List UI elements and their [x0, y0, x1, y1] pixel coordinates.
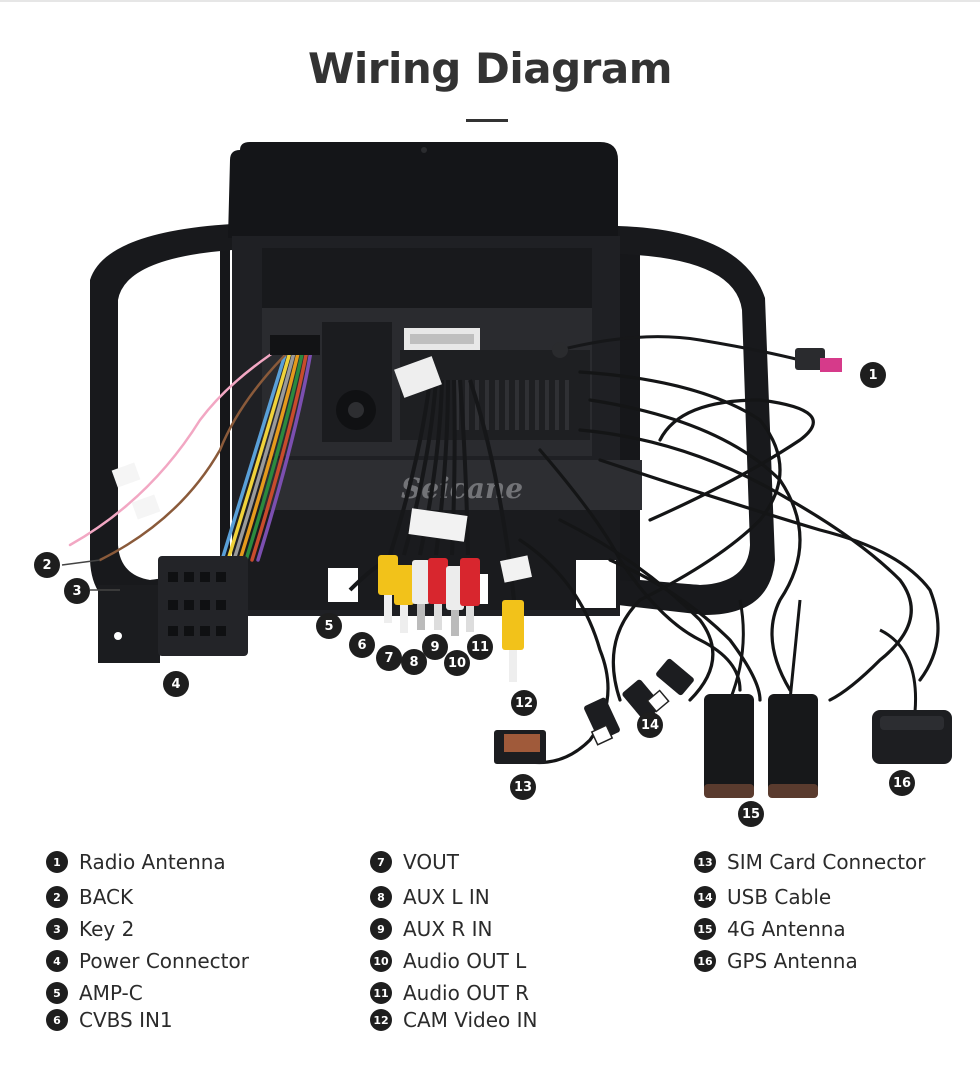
- callout-9: 9: [422, 634, 448, 660]
- legend-badge: 9: [370, 918, 392, 940]
- screen-housing: [228, 142, 618, 238]
- legend-badge: 11: [370, 982, 392, 1004]
- callout-5: 5: [316, 613, 342, 639]
- legend-label: Radio Antenna: [79, 850, 226, 874]
- callout-7: 7: [376, 645, 402, 671]
- legend-item-15: 15 4G Antenna: [694, 917, 846, 941]
- legend: 1 Radio Antenna 2 BACK 3 Key 2 4 Power Conne…: [0, 848, 980, 1048]
- callout-16: 16: [889, 770, 915, 796]
- legend-item-3: 3 Key 2: [46, 917, 134, 941]
- legend-badge: 15: [694, 918, 716, 940]
- legend-badge: 16: [694, 950, 716, 972]
- legend-label: CAM Video IN: [403, 1008, 538, 1032]
- legend-badge: 13: [694, 851, 716, 873]
- legend-item-13: 13 SIM Card Connector: [694, 850, 926, 874]
- legend-badge: 7: [370, 851, 392, 873]
- legend-item-6: 6 CVBS IN1: [46, 1008, 173, 1032]
- legend-label: Audio OUT L: [403, 949, 527, 973]
- rca-plugs: [378, 555, 524, 682]
- callout-10: 10: [444, 650, 470, 676]
- legend-item-12: 12 CAM Video IN: [370, 1008, 538, 1032]
- legend-label: Audio OUT R: [403, 981, 530, 1005]
- callout-1: 1: [860, 362, 886, 388]
- callout-3: 3: [64, 578, 90, 604]
- legend-badge: 4: [46, 950, 68, 972]
- legend-item-11: 11 Audio OUT R: [370, 981, 529, 1005]
- callout-6: 6: [349, 632, 375, 658]
- legend-label: Power Connector: [79, 949, 249, 973]
- callout-15: 15: [738, 801, 764, 827]
- callout-2: 2: [34, 552, 60, 578]
- callout-12: 12: [511, 690, 537, 716]
- callout-13: 13: [510, 774, 536, 800]
- gps-antenna: [872, 628, 952, 764]
- legend-badge: 10: [370, 950, 392, 972]
- legend-label: BACK: [79, 885, 134, 909]
- head-unit-illustration: Seicane: [61, 142, 952, 798]
- legend-item-8: 8 AUX L IN: [370, 885, 490, 909]
- legend-item-7: 7 VOUT: [370, 850, 459, 874]
- title-underline: [466, 119, 508, 122]
- callout-14: 14: [637, 712, 663, 738]
- legend-item-10: 10 Audio OUT L: [370, 949, 526, 973]
- legend-label: AUX R IN: [403, 917, 493, 941]
- legend-item-2: 2 BACK: [46, 885, 133, 909]
- legend-label: USB Cable: [727, 885, 832, 909]
- legend-label: SIM Card Connector: [727, 850, 926, 874]
- usb-plugs: [584, 658, 694, 746]
- legend-badge: 1: [46, 851, 68, 873]
- callout-11: 11: [467, 634, 493, 660]
- top-divider: [0, 0, 980, 2]
- legend-item-14: 14 USB Cable: [694, 885, 831, 909]
- legend-badge: 12: [370, 1009, 392, 1031]
- 4g-antennas: [704, 599, 818, 798]
- power-connector-block: [98, 556, 248, 663]
- legend-badge: 8: [370, 886, 392, 908]
- sim-connector: [494, 730, 546, 764]
- legend-label: VOUT: [403, 850, 459, 874]
- radio-antenna-cable: [552, 335, 842, 372]
- legend-badge: 2: [46, 886, 68, 908]
- legend-label: AUX L IN: [403, 885, 490, 909]
- legend-label: 4G Antenna: [727, 917, 846, 941]
- legend-badge: 3: [46, 918, 68, 940]
- legend-item-4: 4 Power Connector: [46, 949, 249, 973]
- callout-4: 4: [163, 671, 189, 697]
- page-title: Wiring Diagram: [308, 44, 672, 93]
- legend-badge: 14: [694, 886, 716, 908]
- legend-label: CVBS IN1: [79, 1008, 173, 1032]
- legend-label: Key 2: [79, 917, 135, 941]
- legend-label: AMP-C: [79, 981, 143, 1005]
- legend-item-16: 16 GPS Antenna: [694, 949, 858, 973]
- legend-badge: 6: [46, 1009, 68, 1031]
- legend-item-5: 5 AMP-C: [46, 981, 143, 1005]
- legend-item-9: 9 AUX R IN: [370, 917, 493, 941]
- legend-label: GPS Antenna: [727, 949, 858, 973]
- legend-item-1: 1 Radio Antenna: [46, 850, 226, 874]
- legend-badge: 5: [46, 982, 68, 1004]
